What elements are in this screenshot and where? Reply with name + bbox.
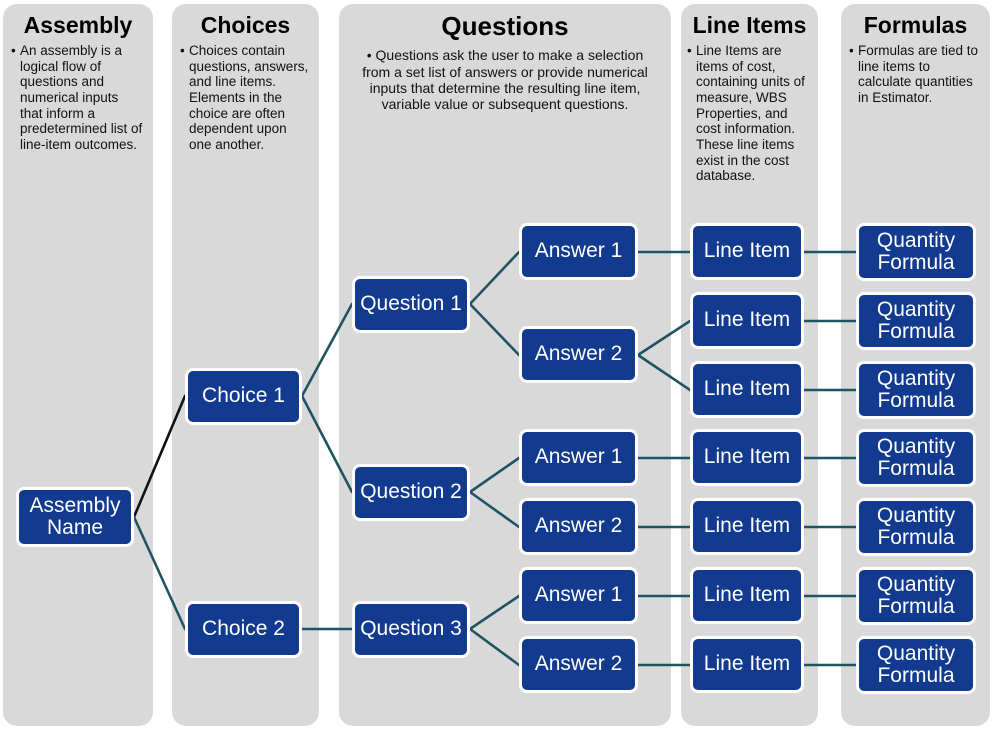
column-description-questions: • Questions ask the user to make a selec… [362, 47, 648, 112]
node-answer-3[interactable]: Answer 1 [519, 429, 638, 486]
node-answer-2-label: Answer 2 [534, 342, 623, 366]
column-title-line-items: Line Items [692, 12, 807, 38]
node-line-item-7-label: Line Item [703, 652, 791, 676]
node-line-item-1-label: Line Item [703, 239, 791, 263]
node-answer-6[interactable]: Answer 2 [519, 636, 638, 693]
node-answer-5-label: Answer 1 [534, 583, 623, 607]
column-description-line-items: Line Items are items of cost, containing… [681, 43, 818, 184]
node-line-item-6[interactable]: Line Item [690, 567, 804, 624]
node-answer-1[interactable]: Answer 1 [519, 223, 638, 280]
node-line-item-2-label: Line Item [703, 308, 791, 332]
node-answer-4[interactable]: Answer 2 [519, 498, 638, 555]
node-line-item-5[interactable]: Line Item [690, 498, 804, 555]
node-question-3[interactable]: Question 3 [352, 601, 470, 658]
node-choice-1[interactable]: Choice 1 [185, 368, 302, 425]
node-answer-3-label: Answer 1 [534, 445, 623, 469]
node-question-1-label: Question 1 [360, 292, 462, 316]
node-line-item-3[interactable]: Line Item [690, 361, 804, 418]
node-answer-4-label: Answer 2 [534, 514, 623, 538]
node-question-1[interactable]: Question 1 [352, 276, 470, 333]
column-title-formulas: Formulas [863, 12, 968, 38]
node-line-item-4[interactable]: Line Item [690, 429, 804, 486]
column-description-formulas: Formulas are tied to line items to calcu… [841, 43, 990, 106]
node-line-item-1[interactable]: Line Item [690, 223, 804, 280]
node-answer-6-label: Answer 2 [534, 652, 623, 676]
node-choice-2-label: Choice 2 [202, 617, 285, 641]
node-answer-1-label: Answer 1 [534, 239, 623, 263]
node-question-2-label: Question 2 [360, 480, 462, 504]
node-choice-2[interactable]: Choice 2 [185, 601, 302, 658]
node-line-item-6-label: Line Item [703, 583, 791, 607]
column-description-assembly: An assembly is a logical flow of questio… [3, 43, 153, 153]
node-answer-2[interactable]: Answer 2 [519, 326, 638, 383]
column-description-choices: Choices contain questions, answers, and … [172, 43, 319, 153]
node-line-item-5-label: Line Item [703, 514, 791, 538]
column-title-assembly: Assembly [23, 12, 133, 38]
node-line-item-2[interactable]: Line Item [690, 292, 804, 349]
node-question-2[interactable]: Question 2 [352, 464, 470, 521]
column-title-choices: Choices [200, 12, 291, 38]
column-title-questions: Questions [441, 11, 569, 41]
column-panel-assembly: Assembly An assembly is a logical flow o… [3, 4, 153, 726]
node-answer-5[interactable]: Answer 1 [519, 567, 638, 624]
node-choice-1-label: Choice 1 [202, 384, 285, 408]
node-line-item-7[interactable]: Line Item [690, 636, 804, 693]
node-line-item-4-label: Line Item [703, 445, 791, 469]
node-question-3-label: Question 3 [360, 617, 462, 641]
node-line-item-3-label: Line Item [703, 377, 791, 401]
